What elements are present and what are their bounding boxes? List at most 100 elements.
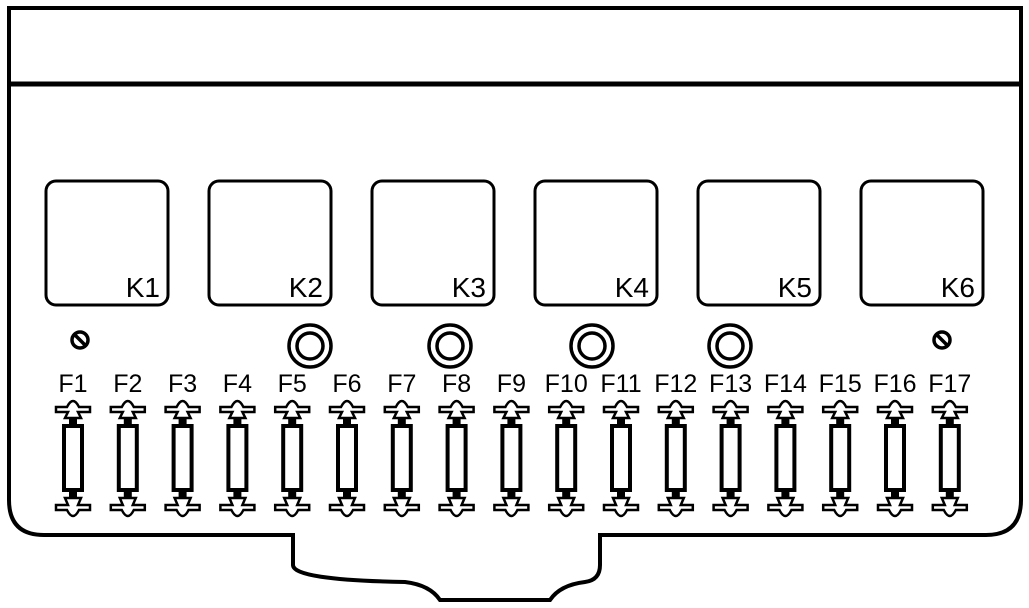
fuse-body: [719, 424, 742, 492]
fuse-clip-top: [931, 399, 969, 420]
fuse-body: [500, 424, 523, 492]
fuse-clip-bottom: [931, 496, 969, 518]
fuse-f17: F17: [928, 370, 971, 518]
mounting-hole-icon: [287, 323, 333, 369]
fuse-clip-top: [493, 399, 530, 420]
fuse-clip-bottom: [657, 496, 695, 518]
fuse-body: [171, 424, 194, 492]
fuse-label: F4: [223, 370, 252, 398]
fuse-body: [829, 424, 852, 492]
relay-socket: [859, 179, 985, 307]
relay-label: K3: [452, 272, 486, 303]
relay-label: K1: [126, 272, 160, 303]
fuse-label: F9: [497, 370, 526, 398]
fuse-clip-bottom: [109, 496, 147, 518]
fuse-clip-top: [383, 399, 421, 420]
fuse-clip-top: [438, 399, 475, 420]
fuse-clip-top: [876, 399, 914, 420]
relay-k2: K2: [207, 179, 333, 307]
relay-label: K5: [778, 272, 812, 303]
relay-socket: [696, 179, 822, 307]
fuse-clip-bottom: [54, 496, 92, 518]
relay-socket: [44, 179, 170, 307]
fuse-body: [610, 424, 632, 492]
fuse-clip-top: [547, 399, 585, 420]
fuse-body: [445, 424, 468, 492]
relay-socket: [533, 179, 659, 307]
fuse-label: F13: [709, 370, 752, 398]
screw-icon: [932, 330, 952, 350]
fuse-clip-top: [328, 399, 366, 420]
fuse-clip-bottom: [712, 496, 749, 518]
relay-label: K2: [289, 272, 323, 303]
fuse-label: F12: [654, 370, 697, 398]
fuse-f7: F7: [383, 370, 421, 518]
fuse-clip-bottom: [876, 496, 914, 518]
fuse-clip-bottom: [383, 496, 421, 518]
fuse-clip-bottom: [493, 496, 530, 518]
fuse-label: F5: [278, 370, 307, 398]
fuse-body: [116, 424, 139, 492]
fuse-label: F7: [387, 370, 416, 398]
fuse-f12: F12: [654, 370, 697, 518]
fuse-f6: F6: [328, 370, 366, 518]
fuse-label: F15: [819, 370, 862, 398]
fuse-f10: F10: [545, 370, 588, 518]
fuse-f13: F13: [709, 370, 752, 518]
fuse-label: F1: [58, 370, 87, 398]
fuse-clip-top: [273, 399, 311, 420]
fuse-clip-bottom: [547, 496, 585, 518]
fuse-f11: F11: [600, 370, 642, 518]
relay-k3: K3: [370, 179, 496, 307]
fuse-clip-top: [821, 399, 859, 420]
fuse-label: F2: [113, 370, 142, 398]
fuse-f8: F8: [438, 370, 475, 518]
fuse-body: [281, 424, 304, 492]
fuse-clip-top: [164, 399, 201, 420]
housing-outline: [7, 6, 1023, 602]
fuse-clip-bottom: [219, 496, 256, 518]
mounting-hole-icon: [427, 323, 473, 369]
fuse-body: [664, 424, 687, 492]
fuse-f16: F16: [873, 370, 917, 518]
fuse-f2: F2: [109, 370, 147, 518]
fuse-label: F6: [332, 370, 361, 398]
fuse-f9: F9: [493, 370, 530, 518]
mounting-hole-icon: [569, 323, 615, 369]
relay-socket: [207, 179, 333, 307]
fuse-clip-top: [54, 399, 92, 420]
relay-k5: K5: [696, 179, 822, 307]
relay-socket: [370, 179, 496, 307]
fuse-clip-bottom: [821, 496, 859, 518]
fuse-body: [336, 424, 358, 492]
fuse-label: F14: [764, 370, 807, 398]
fuse-clip-top: [712, 399, 749, 420]
fuse-f5: F5: [273, 370, 311, 518]
fuse-label: F8: [442, 370, 471, 398]
fuse-body: [390, 424, 413, 492]
fuse-clip-bottom: [328, 496, 366, 518]
fuse-clip-bottom: [164, 496, 201, 518]
fuse-clip-bottom: [767, 496, 804, 518]
fuse-clip-top: [657, 399, 695, 420]
fuse-body: [555, 424, 578, 492]
fuse-label: F11: [600, 370, 641, 398]
fuse-clip-top: [767, 399, 804, 420]
fuse-f4: F4: [219, 370, 256, 518]
fuse-clip-bottom: [602, 496, 640, 518]
fuse-f1: F1: [54, 370, 92, 518]
fuse-clip-top: [109, 399, 147, 420]
fuse-clip-bottom: [273, 496, 311, 518]
fuse-label: F10: [545, 370, 588, 398]
fuse-body: [884, 424, 906, 492]
fuse-clip-top: [219, 399, 256, 420]
relay-label: K4: [615, 272, 649, 303]
fuse-f15: F15: [819, 370, 862, 518]
fuse-clip-top: [602, 399, 640, 420]
fuse-label: F3: [168, 370, 197, 398]
fuse-label: F16: [873, 370, 916, 398]
relay-k4: K4: [533, 179, 659, 307]
fuse-f3: F3: [164, 370, 201, 518]
mounting-hole-icon: [707, 323, 753, 369]
